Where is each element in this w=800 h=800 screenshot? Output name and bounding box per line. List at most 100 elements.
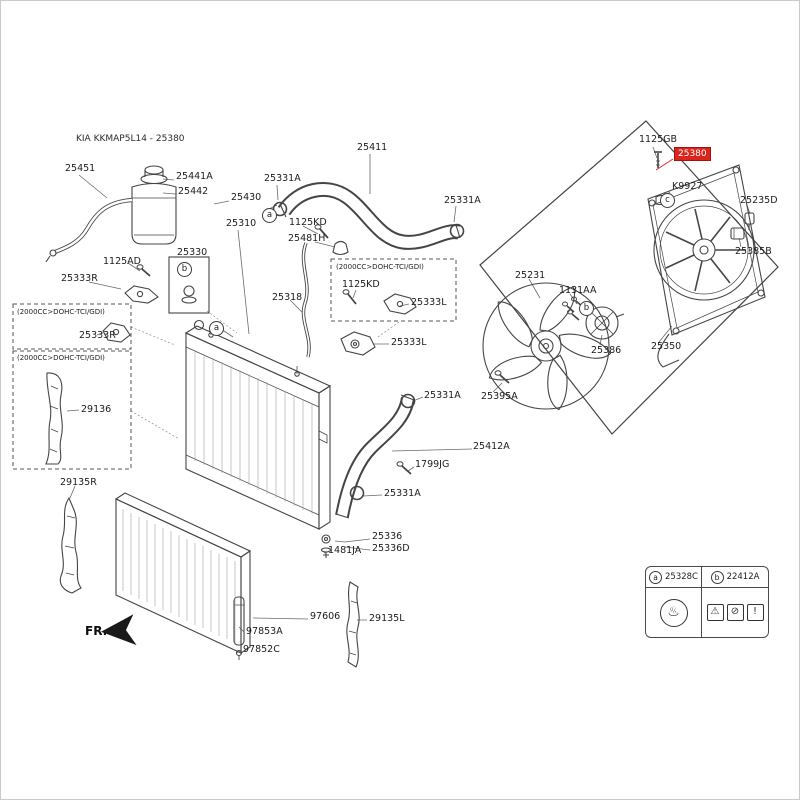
label-drier-bolt[interactable]: 97852C (243, 644, 280, 655)
label-condenser[interactable]: 97606 (310, 611, 341, 622)
legend-box: a 25328C b 22412A ♨ ⚠ ⊘ ! (645, 566, 769, 638)
mounting-bracket-right-shape (124, 285, 159, 304)
legend-part-b[interactable]: 22412A (726, 572, 760, 582)
label-hose-clamp-3[interactable]: 25331A (424, 390, 461, 401)
variant-note-left-1: (2000CC>DOHC-TCI/GDI) (17, 308, 105, 316)
marker-c-clip: c (660, 193, 675, 208)
prohibition-icon: ⊘ (726, 604, 744, 621)
fan-connector-shape (730, 227, 745, 240)
label-reservoir-hose[interactable]: 25451 (65, 163, 96, 174)
label-drain-gasket[interactable]: 25336D (372, 543, 410, 554)
label-thermo-sensor[interactable]: 25235D (740, 195, 778, 206)
fan-module-outline (479, 120, 779, 435)
label-bracket-left-variant[interactable]: 25333L (411, 297, 447, 308)
bolt-1125kd-icon (314, 224, 329, 239)
label-bolt-1125kd-1[interactable]: 1125KD (289, 217, 327, 228)
label-bracket-right[interactable]: 25333R (61, 273, 98, 284)
legend-cell-b: b 22412A (702, 567, 768, 587)
label-reservoir-tank[interactable]: 25430 (231, 192, 262, 203)
attention-icon: ! (746, 604, 764, 621)
label-fan-blade[interactable]: 25231 (515, 270, 546, 281)
label-fan-motor[interactable]: 25386 (591, 345, 622, 356)
label-bolt-1125kd-2[interactable]: 1125KD (342, 279, 380, 290)
label-reservoir-filler[interactable]: 25442 (178, 186, 209, 197)
legend-header-row: a 25328C b 22412A (646, 567, 768, 588)
bolt-1125ad-icon (136, 264, 151, 277)
legend-icon-cell-b: ⚠ ⊘ ! (702, 588, 768, 637)
upper-hose-shape (272, 182, 465, 250)
air-guard-left-shape (346, 581, 360, 668)
variant-box-air-guard (12, 350, 132, 470)
hot-coolant-warning-icon: ♨ (659, 598, 688, 627)
marker-b-motor: b (579, 301, 594, 316)
label-hose-clamp-1[interactable]: 25331A (264, 173, 301, 184)
label-air-guard-right[interactable]: 29135R (60, 477, 97, 488)
bracket-left-variant-shape (383, 293, 417, 315)
lower-hose-shape (335, 393, 416, 519)
label-air-guard-upper[interactable]: 29136 (81, 404, 112, 415)
air-guard-upper-shape (45, 372, 63, 465)
bolt-1125gb-icon (654, 151, 662, 168)
fan-motor-shape (585, 306, 625, 340)
label-insulator[interactable]: 25330 (177, 247, 208, 258)
label-lower-hose[interactable]: 25412A (473, 441, 510, 452)
radiator-shape (184, 319, 332, 531)
variant-box-bracket-left (330, 258, 457, 322)
fan-shroud-shape (647, 164, 766, 368)
label-bracket-right-variant[interactable]: 25333R (79, 330, 116, 341)
bolt-1125kd-variant-icon (342, 289, 357, 305)
label-wiring-clip[interactable]: K9927 (672, 181, 703, 192)
marker-a-radiator: a (209, 321, 224, 336)
cooling-fan-shape (482, 282, 612, 411)
label-hose-clamp-2[interactable]: 25331A (444, 195, 481, 206)
legend-cell-a: a 25328C (646, 567, 702, 587)
label-bolt-1125gb[interactable]: 1125GB (639, 134, 678, 145)
screw-1799jg-icon (396, 461, 412, 475)
label-upper-hose[interactable]: 25411 (357, 142, 388, 153)
label-shroud[interactable]: 25350 (651, 341, 682, 352)
legend-icon-cell-a: ♨ (646, 588, 702, 637)
highlight-leader-line (655, 158, 674, 171)
label-screw-1799jg[interactable]: 1799JG (415, 459, 450, 470)
label-hose-clamp-4[interactable]: 25331A (384, 488, 421, 499)
label-air-guard-left[interactable]: 29135L (369, 613, 405, 624)
label-bolt-1131aa[interactable]: 1131AA (559, 285, 597, 296)
legend-marker-a: a (649, 570, 662, 584)
thermo-sensor-shape (744, 212, 755, 230)
label-reservoir-cap[interactable]: 25441A (176, 171, 213, 182)
variant-box-bracket-right (12, 303, 132, 350)
label-radiator[interactable]: 25310 (226, 218, 257, 229)
bracket-right-variant-shape (102, 322, 131, 343)
label-reservoir-hose-25318[interactable]: 25318 (272, 292, 303, 303)
legend-part-a[interactable]: 25328C (665, 572, 698, 582)
dotted-reference-lines (130, 310, 400, 440)
marker-a-hose: a (262, 208, 277, 223)
label-fan-connector[interactable]: 25385B (735, 246, 772, 257)
label-screw-25395a[interactable]: 25395A (481, 391, 518, 402)
diagram-title: KIA KKMAP5L14 - 25380 (76, 134, 185, 144)
radiator-core-fins (194, 350, 313, 514)
label-drain-cock[interactable]: 1481JA (328, 545, 362, 556)
label-shroud-selected[interactable]: 25380 (674, 147, 711, 162)
air-guard-right-shape (59, 496, 82, 594)
fr-label: FR. (85, 624, 108, 638)
fr-direction-arrow (100, 614, 137, 646)
condenser-shape (114, 492, 252, 660)
label-hose-bracket[interactable]: 25481H (288, 233, 326, 244)
mounting-bracket-left-shape (340, 331, 376, 356)
legend-marker-b: b (710, 570, 724, 584)
variant-note-mid: (2000CC>DOHC-TCI/GDI) (336, 263, 424, 271)
legend-icon-row: ♨ ⚠ ⊘ ! (646, 588, 768, 637)
caution-triangle-icon: ⚠ (706, 604, 724, 621)
hose-bracket-25481h-shape (332, 240, 349, 256)
label-bolt-1125ad[interactable]: 1125AD (103, 256, 141, 267)
coolant-reservoir-shape (45, 165, 177, 263)
label-drain-plug[interactable]: 25336 (372, 531, 403, 542)
insulator-box-shape (168, 256, 210, 314)
label-bracket-left[interactable]: 25333L (391, 337, 427, 348)
label-receiver-drier[interactable]: 97853A (246, 626, 283, 637)
marker-b-insulator: b (177, 262, 192, 277)
reservoir-hose-25318-shape (301, 242, 311, 358)
